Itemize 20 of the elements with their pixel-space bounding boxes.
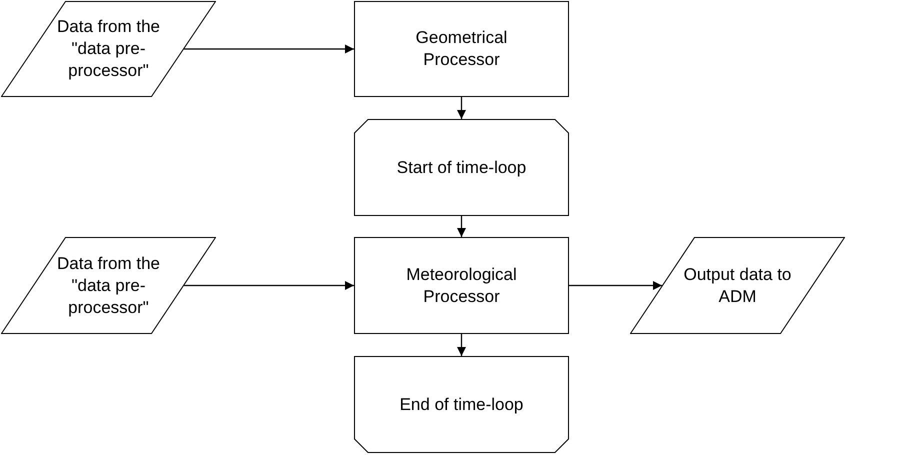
data-parallelogram xyxy=(1,1,216,97)
node-label: Data from the "data pre- processor" xyxy=(56,252,161,318)
arrow xyxy=(457,97,466,119)
node-label: Start of time-loop xyxy=(396,156,526,178)
process-box xyxy=(354,1,569,97)
arrow xyxy=(457,216,466,237)
data-parallelogram xyxy=(630,237,845,334)
node-label: Data from the "data pre- processor" xyxy=(56,16,161,82)
node-label: Output data to ADM xyxy=(682,264,792,308)
loop-end-shape xyxy=(354,356,569,453)
arrow xyxy=(184,44,354,54)
node-label: End of time-loop xyxy=(400,394,524,416)
process-box xyxy=(354,237,569,334)
arrow xyxy=(569,281,662,290)
loop-start-shape xyxy=(354,119,569,216)
data-parallelogram xyxy=(1,237,216,334)
node-label: Meteorological Processor xyxy=(405,264,518,308)
arrow xyxy=(184,281,354,290)
node-label: Geometrical Processor xyxy=(414,27,508,71)
arrow xyxy=(457,334,466,356)
